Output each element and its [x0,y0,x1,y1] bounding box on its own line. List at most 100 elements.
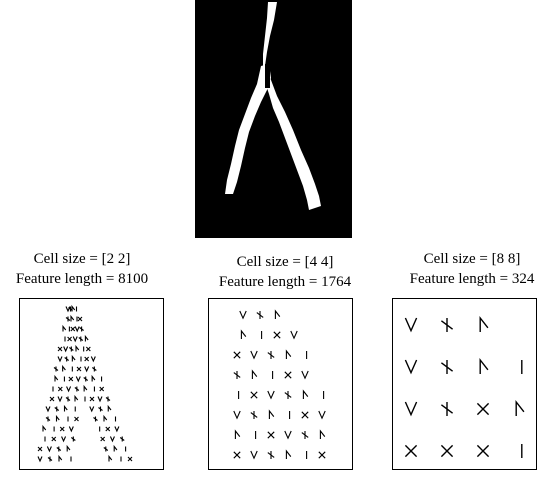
hog-cell-glyph [42,424,47,432]
hog-cell-glyph [54,374,59,382]
hog-cell-glyph [37,456,43,463]
hog-cell-glyph [89,396,95,402]
hog-cell-glyph [256,311,264,319]
hog-panel-8x8 [392,298,537,470]
hog-cell-glyph [290,330,298,340]
hog-cell-glyph [319,429,326,439]
hog-cell-glyph [301,431,309,439]
hog-cell-glyph [114,426,120,433]
cell-size-label: Cell size = [8 8] [423,251,521,267]
hog-cell-glyph [119,436,125,442]
hog-cell-glyph [274,309,281,319]
hog-cell-glyph [91,374,96,382]
hog-cell-glyph [62,324,67,332]
feature-length-label: Feature length = 8100 [15,271,149,287]
hog-cell-glyph [284,430,292,440]
hog-cell-glyph [515,399,525,416]
hog-cell-glyph [250,350,258,360]
digit-stroke-right [263,2,321,210]
hog-cell-glyph [109,436,115,443]
hog-cell-glyph [74,416,79,422]
hog-cell-glyph [318,451,326,459]
hog-cell-glyph [71,436,76,442]
hog-cell-glyph [250,391,258,399]
hog-cell-glyph [404,444,418,458]
hog-cell-glyph [74,326,80,333]
hog-cell-glyph [105,396,111,402]
hog-cell-glyph [113,444,118,452]
hog-cell-glyph [440,444,454,458]
digit-stroke-left [225,64,271,194]
hog-cell-glyph [318,410,326,420]
hog-cell-glyph [85,346,91,352]
hog-panel-2x2 [19,298,164,470]
digit-stroke-gap [265,64,270,88]
hog-cell-glyph [72,336,78,343]
hog-cell-glyph [84,366,90,373]
hog-cell-glyph [107,404,112,412]
hog-cell-glyph [45,416,51,422]
hog-cell-glyph [103,446,109,452]
hog-cell-glyph [404,359,418,375]
hog-cell-glyph [90,356,96,363]
hog-cell-glyph [49,396,55,402]
hog-cell-glyph [440,402,454,416]
caption-cell-2: Cell size = [2 2] Feature length = 8100 [12,249,152,289]
hog-cell-glyph [250,411,258,419]
hog-cell-glyph [55,414,60,422]
hog-cell-glyph [68,376,74,382]
hog-cell-glyph [285,449,292,459]
hog-cell-glyph [233,410,241,420]
hog-cell-glyph [284,371,292,379]
hog-cell-glyph [83,376,89,382]
hog-cell-glyph [105,426,111,432]
hog-cell-glyph [233,351,241,359]
hog-cell-glyph [47,456,53,462]
hog-cell-glyph [66,386,72,393]
cell-size-label: Cell size = [4 4] [236,254,334,270]
hog-cell-glyph [301,411,309,419]
hog-cell-glyph [404,401,418,417]
hog-cell-glyph [233,451,241,459]
caption-cell-8: Cell size = [8 8] Feature length = 324 [392,249,552,289]
hog-cell-glyph [100,436,106,442]
hog-cell-glyph [75,376,81,383]
hog-cell-glyph [71,354,76,362]
hog-cell-glyph [239,310,247,320]
hog-cell-glyph [404,317,418,333]
hog-cell-glyph [58,454,63,462]
hog-cell-glyph [77,316,83,322]
hog-cell-glyph [479,315,489,332]
hog-cell-glyph [68,426,74,433]
hog-cell-glyph [83,384,88,392]
hog-cell-glyph [65,396,71,402]
hog-cell-glyph [233,371,241,379]
caption-cell-4: Cell size = [4 4] Feature length = 1764 [200,252,370,292]
hog-cell-glyph [92,366,97,372]
hog-cell-glyph [267,351,275,359]
hog-cell-glyph [273,331,281,339]
hog-cell-glyph [64,356,69,362]
hog-cell-glyph [97,396,103,403]
hog-cell-glyph [476,402,490,416]
hog-cell-glyph [127,456,133,462]
hog-cell-glyph [74,386,80,392]
hog-cell-glyph [250,450,258,460]
hog-cell-glyph [98,406,103,412]
hog-cell-glyph [267,451,275,459]
hog-cell-glyph [75,344,80,352]
hog-cell-glyph [79,326,84,332]
hog-cell-glyph [440,360,454,374]
hog-cell-glyph [267,431,275,439]
hog-cell-glyph [440,318,454,332]
hog-cell-glyph [65,316,71,322]
hog-cell-glyph [84,356,90,362]
hog-cell-glyph [57,386,63,392]
hog-cell-glyph [46,446,52,453]
hog-cell-glyph [57,396,63,403]
hog-cell-glyph [53,366,59,372]
hog-cell-glyph [234,429,241,439]
hog-cell-glyph [240,329,247,339]
cell-size-label: Cell size = [2 2] [33,251,131,267]
